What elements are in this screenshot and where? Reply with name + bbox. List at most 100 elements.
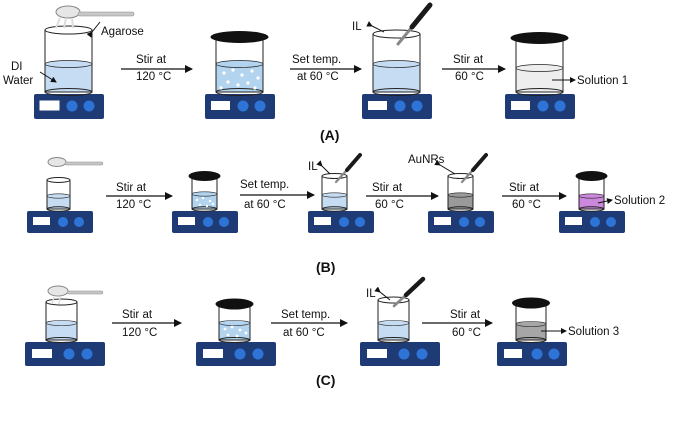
step-label-line1: Stir at bbox=[136, 54, 167, 66]
setup-b3: IL bbox=[308, 153, 374, 233]
step-label-line1: Set temp. bbox=[281, 309, 330, 321]
stirrer-plate bbox=[205, 94, 275, 119]
dropper-icon bbox=[460, 153, 488, 184]
il-text: IL bbox=[366, 288, 376, 300]
spoon-icon bbox=[47, 157, 104, 167]
setup-c4: Solution 3 bbox=[497, 297, 619, 366]
panel-label-b: (B) bbox=[316, 259, 335, 275]
stirrer-plate bbox=[172, 211, 238, 233]
spoon-icon bbox=[55, 5, 135, 29]
step-label-line1: Stir at bbox=[509, 182, 540, 194]
step-label-line1: Stir at bbox=[116, 182, 147, 194]
agarose-label: Agarose bbox=[86, 21, 144, 38]
step-arrow-b3: Stir at 60 °C bbox=[366, 182, 439, 211]
lid bbox=[512, 297, 550, 309]
step-arrow-c1: Stir at 120 °C bbox=[112, 309, 182, 339]
step-label-line2: 60 °C bbox=[375, 199, 404, 211]
beaker bbox=[44, 25, 93, 96]
setup-c1 bbox=[25, 285, 105, 366]
setup-c2 bbox=[196, 298, 276, 366]
agarose-particles bbox=[223, 325, 248, 338]
beaker bbox=[372, 29, 421, 96]
setup-b2 bbox=[172, 171, 238, 233]
lid bbox=[210, 31, 269, 43]
step-arrow-a3: Stir at 60 °C bbox=[442, 54, 506, 83]
di-text: DI bbox=[11, 61, 23, 73]
stirrer-plate bbox=[497, 342, 567, 366]
step-label-line2: 120 °C bbox=[116, 199, 151, 211]
step-label-line2: 60 °C bbox=[452, 327, 481, 339]
water-text: Water bbox=[3, 75, 33, 87]
il-label: IL bbox=[308, 160, 331, 175]
dropper-icon bbox=[396, 2, 433, 46]
step-label-line1: Stir at bbox=[122, 309, 153, 321]
il-text: IL bbox=[352, 21, 362, 33]
aunrs-text: AuNRs bbox=[408, 154, 445, 166]
row-c: Stir at 120 °C bbox=[25, 276, 619, 388]
spoon-icon bbox=[47, 285, 104, 305]
setup-b1 bbox=[27, 157, 104, 233]
step-arrow-b4: Stir at 60 °C bbox=[502, 182, 567, 211]
stirrer-plate bbox=[25, 342, 105, 366]
beaker bbox=[321, 173, 348, 212]
agarose-particles bbox=[195, 196, 215, 208]
setup-a4: Solution 1 bbox=[505, 32, 628, 119]
step-label-line1: Stir at bbox=[450, 309, 481, 321]
il-label: IL bbox=[352, 21, 385, 33]
lid bbox=[188, 171, 221, 181]
step-label-line2: at 60 °C bbox=[283, 327, 325, 339]
step-label-line2: 60 °C bbox=[512, 199, 541, 211]
setup-a3: IL bbox=[352, 2, 433, 119]
solution-3-label: Solution 3 bbox=[541, 326, 619, 338]
panel-label-c: (C) bbox=[316, 372, 335, 388]
beaker bbox=[515, 37, 564, 96]
row-a: Agarose DI Water Stir at 120 °C bbox=[3, 2, 628, 143]
stirrer-plate bbox=[505, 94, 575, 119]
stirrer-plate bbox=[308, 211, 374, 233]
beaker bbox=[46, 177, 71, 212]
dropper-icon bbox=[334, 153, 362, 184]
il-text: IL bbox=[308, 161, 318, 173]
dropper-icon bbox=[392, 276, 426, 308]
stirrer-plate bbox=[196, 342, 276, 366]
solution-3-text: Solution 3 bbox=[568, 326, 619, 338]
beaker bbox=[515, 303, 547, 343]
step-arrow-a2: Set temp. at 60 °C bbox=[290, 54, 362, 83]
step-label-line1: Stir at bbox=[372, 182, 403, 194]
agarose-particles bbox=[219, 68, 260, 90]
step-label-line1: Set temp. bbox=[240, 179, 289, 191]
step-label-line1: Set temp. bbox=[292, 54, 341, 66]
step-label-line2: at 60 °C bbox=[297, 71, 339, 83]
setup-c3: IL bbox=[360, 276, 440, 366]
beaker bbox=[218, 304, 251, 343]
setup-a2 bbox=[205, 31, 275, 119]
lid bbox=[215, 298, 254, 310]
step-label-line2: 120 °C bbox=[136, 71, 171, 83]
beaker bbox=[45, 298, 78, 343]
beaker bbox=[215, 35, 264, 96]
solution-2-text: Solution 2 bbox=[614, 195, 665, 207]
setup-a1: Agarose DI Water bbox=[3, 5, 144, 119]
setup-b5: Solution 2 bbox=[559, 171, 665, 233]
step-label-line1: Stir at bbox=[453, 54, 484, 66]
stirrer-plate bbox=[428, 211, 494, 233]
step-label-line2: at 60 °C bbox=[244, 199, 286, 211]
setup-b4: AuNRs bbox=[408, 153, 494, 233]
solution-1-label: Solution 1 bbox=[552, 75, 628, 87]
agarose-text: Agarose bbox=[101, 26, 144, 38]
stirrer-plate bbox=[27, 211, 93, 233]
stirrer-plate bbox=[559, 211, 625, 233]
beaker bbox=[191, 177, 218, 212]
lid bbox=[575, 171, 608, 181]
row-b: Stir at 120 °C bbox=[27, 153, 665, 275]
step-arrow-c3: Stir at 60 °C bbox=[422, 309, 493, 339]
stirrer-plate bbox=[34, 94, 104, 119]
panel-label-a: (A) bbox=[320, 127, 339, 143]
stirrer-plate bbox=[362, 94, 432, 119]
step-arrow-b1: Stir at 120 °C bbox=[106, 182, 173, 211]
il-label: IL bbox=[366, 286, 391, 301]
step-arrow-a1: Stir at 120 °C bbox=[121, 54, 193, 83]
step-label-line2: 120 °C bbox=[122, 327, 157, 339]
